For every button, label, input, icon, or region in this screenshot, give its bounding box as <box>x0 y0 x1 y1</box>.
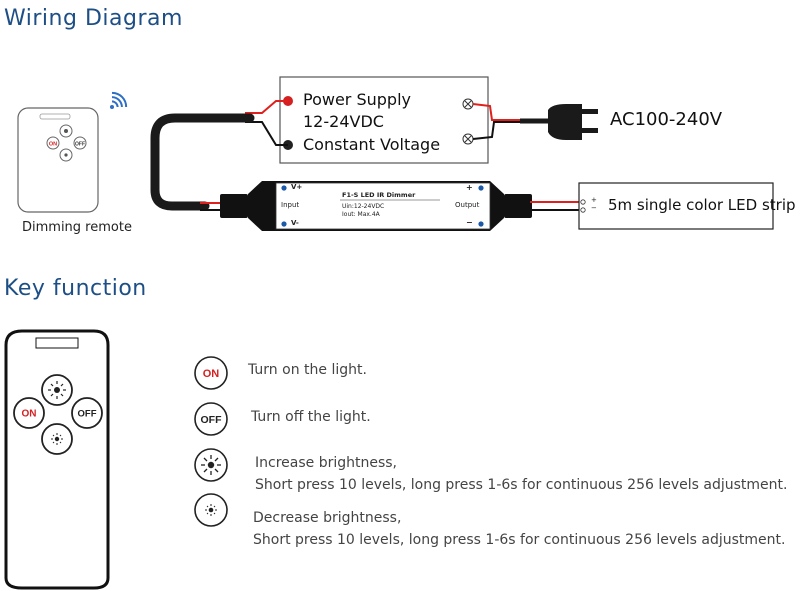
key-up-desc-line2: Short press 10 levels, long press 1-6s f… <box>255 477 788 493</box>
ac-plug-icon <box>548 104 598 140</box>
dimmer-vminus-label: V- <box>291 219 299 227</box>
small-remote-off-label: OFF <box>75 142 85 148</box>
wiring-diagram-title: Wiring Diagram <box>4 6 183 31</box>
power-supply-line1: Power Supply <box>303 90 411 109</box>
key-on-desc: Turn on the light. <box>248 362 367 378</box>
on-key-label: ON <box>203 368 220 380</box>
brightness-down-key-icon <box>194 493 228 527</box>
ac-voltage-label: AC100-240V <box>610 109 723 130</box>
large-remote-brightness-up-button[interactable] <box>41 374 73 406</box>
dimmer-input-label: Input <box>281 201 300 209</box>
led-strip-minus: − <box>591 204 597 212</box>
power-supply-line2: 12-24VDC <box>303 112 384 131</box>
led-strip-box <box>578 182 774 230</box>
key-up-desc-line1: Increase brightness, <box>255 455 398 471</box>
wireless-signal-icon <box>110 91 128 109</box>
input-connector <box>220 194 248 218</box>
dimmer-plus-label: + <box>466 183 473 192</box>
dimmer-vplus-label: V+ <box>291 183 303 191</box>
ps-ac-terminal-top <box>462 98 474 110</box>
off-key-icon <box>194 402 228 436</box>
ps-ac-terminal-bottom <box>462 133 474 145</box>
dimmer-minus-label: − <box>466 218 473 227</box>
large-remote-on-label: ON <box>22 409 37 420</box>
small-remote <box>17 107 99 213</box>
on-key-icon <box>194 356 228 390</box>
dimmer-iout-label: Iout: Max.4A <box>342 211 380 218</box>
led-strip-label: 5m single color LED strip <box>608 196 796 214</box>
large-remote-brightness-down-button[interactable] <box>41 423 73 455</box>
dimming-remote-caption: Dimming remote <box>22 220 132 235</box>
dimmer-model-label: F1-S LED IR Dimmer <box>342 191 416 199</box>
power-supply-line3: Constant Voltage <box>303 135 441 154</box>
key-down-desc-line2: Short press 10 levels, long press 1-6s f… <box>253 532 786 548</box>
large-remote <box>4 329 110 590</box>
large-remote-off-label: OFF <box>78 409 97 420</box>
large-remote-off-button[interactable] <box>71 397 103 429</box>
led-strip-plus: + <box>591 196 597 204</box>
key-function-title: Key function <box>4 276 147 301</box>
brightness-up-key-icon <box>194 448 228 482</box>
output-connector <box>504 194 532 218</box>
power-supply-box <box>279 76 489 164</box>
off-key-label: OFF <box>201 414 223 426</box>
dimmer-output-label: Output <box>455 201 480 209</box>
small-remote-on-label: ON <box>49 142 57 148</box>
key-off-desc: Turn off the light. <box>251 409 371 425</box>
key-down-desc-line1: Decrease brightness, <box>253 510 402 526</box>
dimmer-uin-label: Uin:12-24VDC <box>342 203 385 210</box>
large-remote-on-button[interactable] <box>13 397 45 429</box>
